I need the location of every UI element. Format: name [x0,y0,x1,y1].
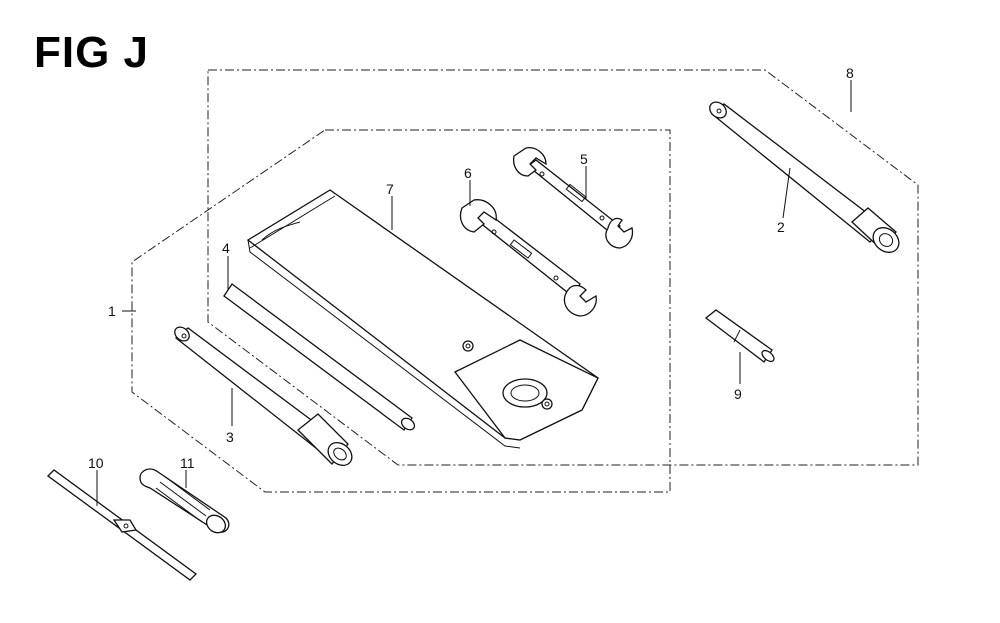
callout-3: 3 [226,429,234,445]
callout-1: 1 [108,303,116,319]
callout-4: 4 [222,240,230,256]
wrench-large [459,199,597,317]
bag-logo [502,378,548,408]
callout-8: 8 [846,65,854,81]
callout-10: 10 [88,455,104,471]
box-wrench-long [709,101,900,253]
bag-snap-bottom [541,398,553,410]
plug-wrench [174,326,353,466]
callout-5: 5 [580,151,588,167]
handle-bar [223,283,416,431]
leader-2 [782,167,791,219]
screwdriver-handle [139,468,230,534]
callout-9: 9 [734,386,742,402]
screwdriver-tip [704,309,775,363]
inner-toolset-boundary [131,129,671,493]
callout-7: 7 [386,181,394,197]
screwdriver-shaft [47,469,197,581]
callout-11: 11 [180,455,195,471]
wrench-small [512,147,634,249]
figure-title: FIG J [34,28,150,77]
callout-6: 6 [464,165,472,181]
outer-kit-boundary [207,69,919,466]
bag-snap-top [462,340,474,352]
tool-bag [246,189,599,449]
callout-2: 2 [777,219,785,235]
